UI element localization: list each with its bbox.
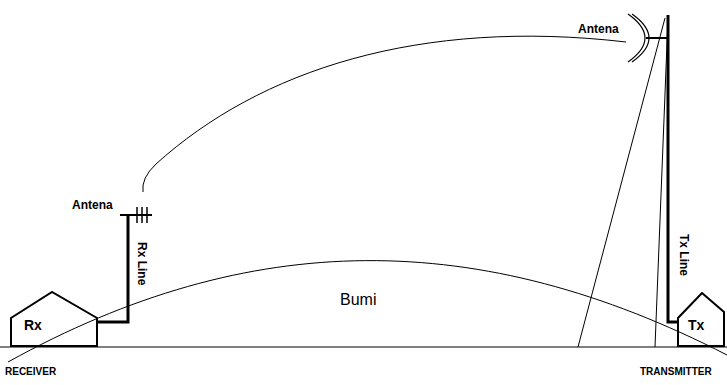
earth-label: Bumi (340, 292, 376, 308)
wave-path (143, 36, 626, 192)
house-outline (10, 291, 98, 347)
tower-leg (578, 18, 665, 347)
station-caption: RECEIVER (5, 367, 56, 377)
antenna-label: Antena (578, 23, 619, 35)
ground-line (0, 347, 727, 348)
antenna-label: Antena (72, 199, 113, 211)
dish-reflector (632, 14, 649, 62)
rx-line (98, 215, 128, 322)
yagi-element (146, 207, 148, 223)
line-label: Tx Line (678, 234, 690, 276)
earth-curve (8, 261, 727, 362)
station-label: Rx (24, 318, 42, 332)
yagi-element (141, 207, 143, 223)
transmitter-house: Tx (677, 292, 725, 347)
line-label: Rx Line (136, 242, 148, 285)
house-shape (11, 292, 97, 346)
yagi-element (136, 207, 138, 223)
house-shape (678, 293, 724, 346)
dish-reflector (628, 14, 645, 62)
receiver-house: Rx (10, 291, 98, 347)
station-caption: TRANSMITTER (640, 367, 712, 377)
station-label: Tx (688, 318, 704, 332)
tx-line (668, 15, 678, 322)
tower-leg (655, 18, 668, 347)
